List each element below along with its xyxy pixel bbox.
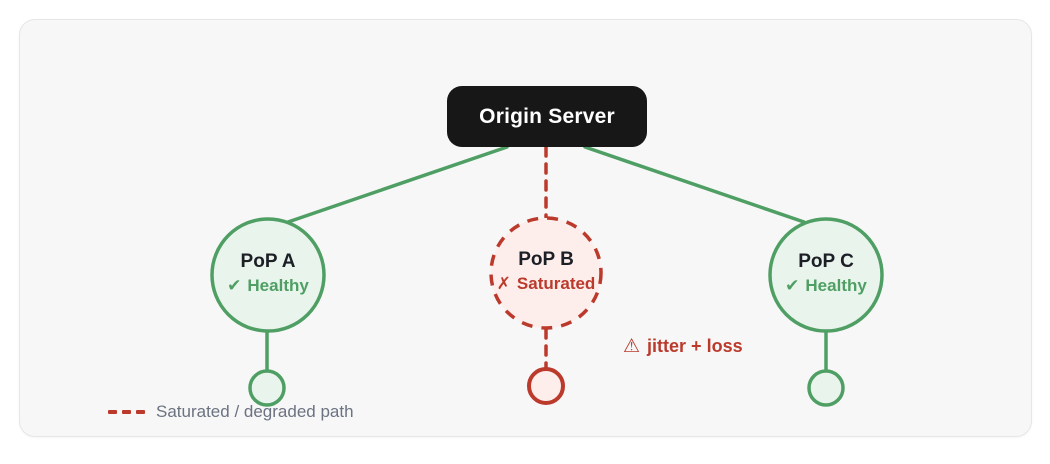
pop-a-client-dot — [248, 369, 286, 407]
origin-server-label: Origin Server — [479, 104, 615, 128]
check-icon: ✔ — [227, 276, 242, 295]
link-origin-pop-c — [583, 145, 806, 224]
pop-c-status: ✔ Healthy — [751, 274, 901, 297]
pop-c-label: PoP C ✔ Healthy — [751, 249, 901, 297]
x-mark-icon: ✗ — [496, 274, 511, 293]
legend: Saturated / degraded path — [108, 402, 354, 422]
warning-triangle-icon: ⚠ — [623, 336, 641, 357]
pop-b-status-text: Saturated — [516, 274, 596, 293]
check-icon: ✔ — [785, 276, 800, 295]
pop-a-status-text: Healthy — [247, 276, 309, 295]
pop-a-label: PoP A ✔ Healthy — [193, 249, 343, 297]
pop-b-status: ✗ Saturated — [471, 272, 621, 295]
pop-b-name: PoP B — [518, 249, 574, 270]
dashed-line-sample-icon — [108, 410, 145, 414]
jitter-loss-text: jitter + loss — [647, 336, 743, 356]
network-diagram-card: Origin Server PoP A ✔ Healthy PoP B ✗ Sa… — [19, 19, 1032, 437]
pop-c-client-dot — [807, 369, 845, 407]
legend-label: Saturated / degraded path — [156, 402, 354, 421]
pop-c-status-text: Healthy — [805, 276, 867, 295]
jitter-loss-annotation: ⚠ jitter + loss — [623, 336, 743, 357]
pop-a-status: ✔ Healthy — [193, 274, 343, 297]
origin-server-node: Origin Server — [447, 86, 647, 147]
pop-b-client-dot — [527, 367, 565, 405]
pop-a-name: PoP A — [240, 251, 296, 272]
pop-c-name: PoP C — [798, 251, 854, 272]
pop-b-label: PoP B ✗ Saturated — [471, 247, 621, 295]
link-origin-pop-a — [286, 145, 509, 224]
